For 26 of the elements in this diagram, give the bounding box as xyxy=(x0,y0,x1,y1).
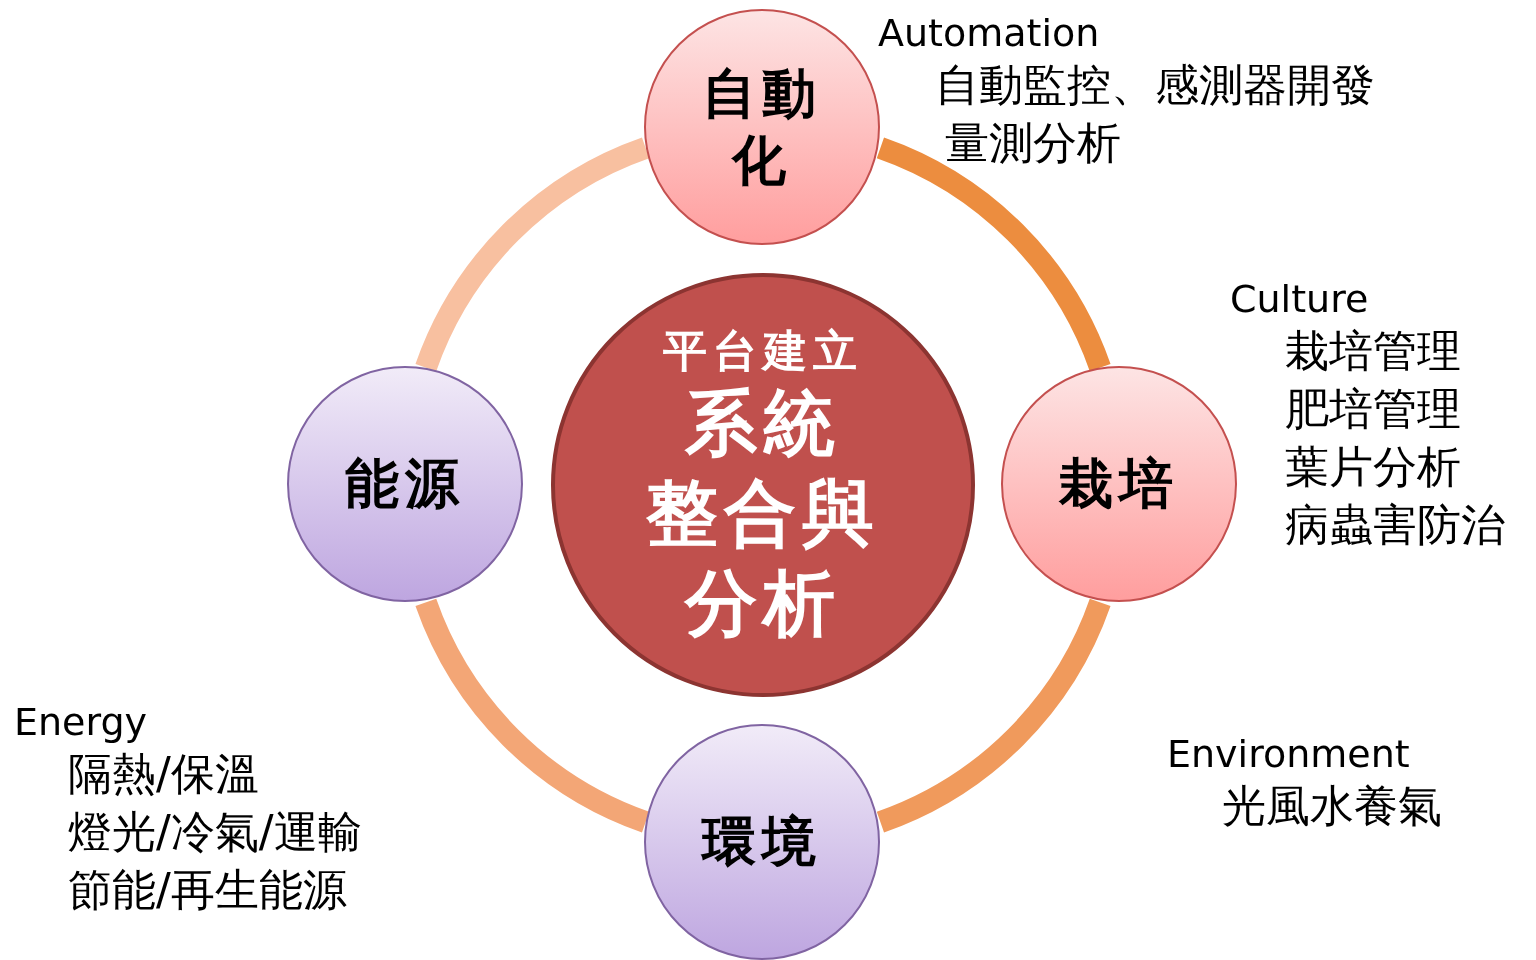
subtitle-text: 平台建立 xyxy=(662,323,864,378)
circle-label: 分析 xyxy=(683,558,842,647)
ring-arc xyxy=(415,137,650,372)
item-text: 燈光/冷氣/運輸 xyxy=(68,805,362,859)
item-text: 量測分析 xyxy=(945,116,1122,170)
category-heading: Culture xyxy=(1230,276,1370,322)
item-text: 葉片分析 xyxy=(1285,440,1462,494)
ring-arc xyxy=(415,598,650,833)
item-text: 肥培管理 xyxy=(1285,382,1462,436)
circle-label: 系統 xyxy=(683,378,842,467)
ring-arc xyxy=(876,598,1111,833)
circle-label: 整合與 xyxy=(645,468,881,557)
item-text: 病蟲害防治 xyxy=(1285,498,1505,552)
item-text: 栽培管理 xyxy=(1285,324,1462,378)
circle-label: 環境 xyxy=(700,808,823,876)
circle-label: 能源 xyxy=(344,450,466,518)
category-heading: Environment xyxy=(1167,731,1411,777)
item-text: 隔熱/保溫 xyxy=(68,747,260,801)
item-text: 光風水養氣 xyxy=(1222,779,1442,833)
ring-arc xyxy=(876,137,1111,372)
category-heading: Automation xyxy=(878,10,1101,56)
category-heading: Energy xyxy=(14,699,149,745)
circle-label: 栽培 xyxy=(1058,450,1180,518)
circle-label: 自動化 xyxy=(701,59,823,194)
item-text: 節能/再生能源 xyxy=(68,863,348,917)
item-text: 自動監控、感測器開發 xyxy=(935,58,1375,112)
